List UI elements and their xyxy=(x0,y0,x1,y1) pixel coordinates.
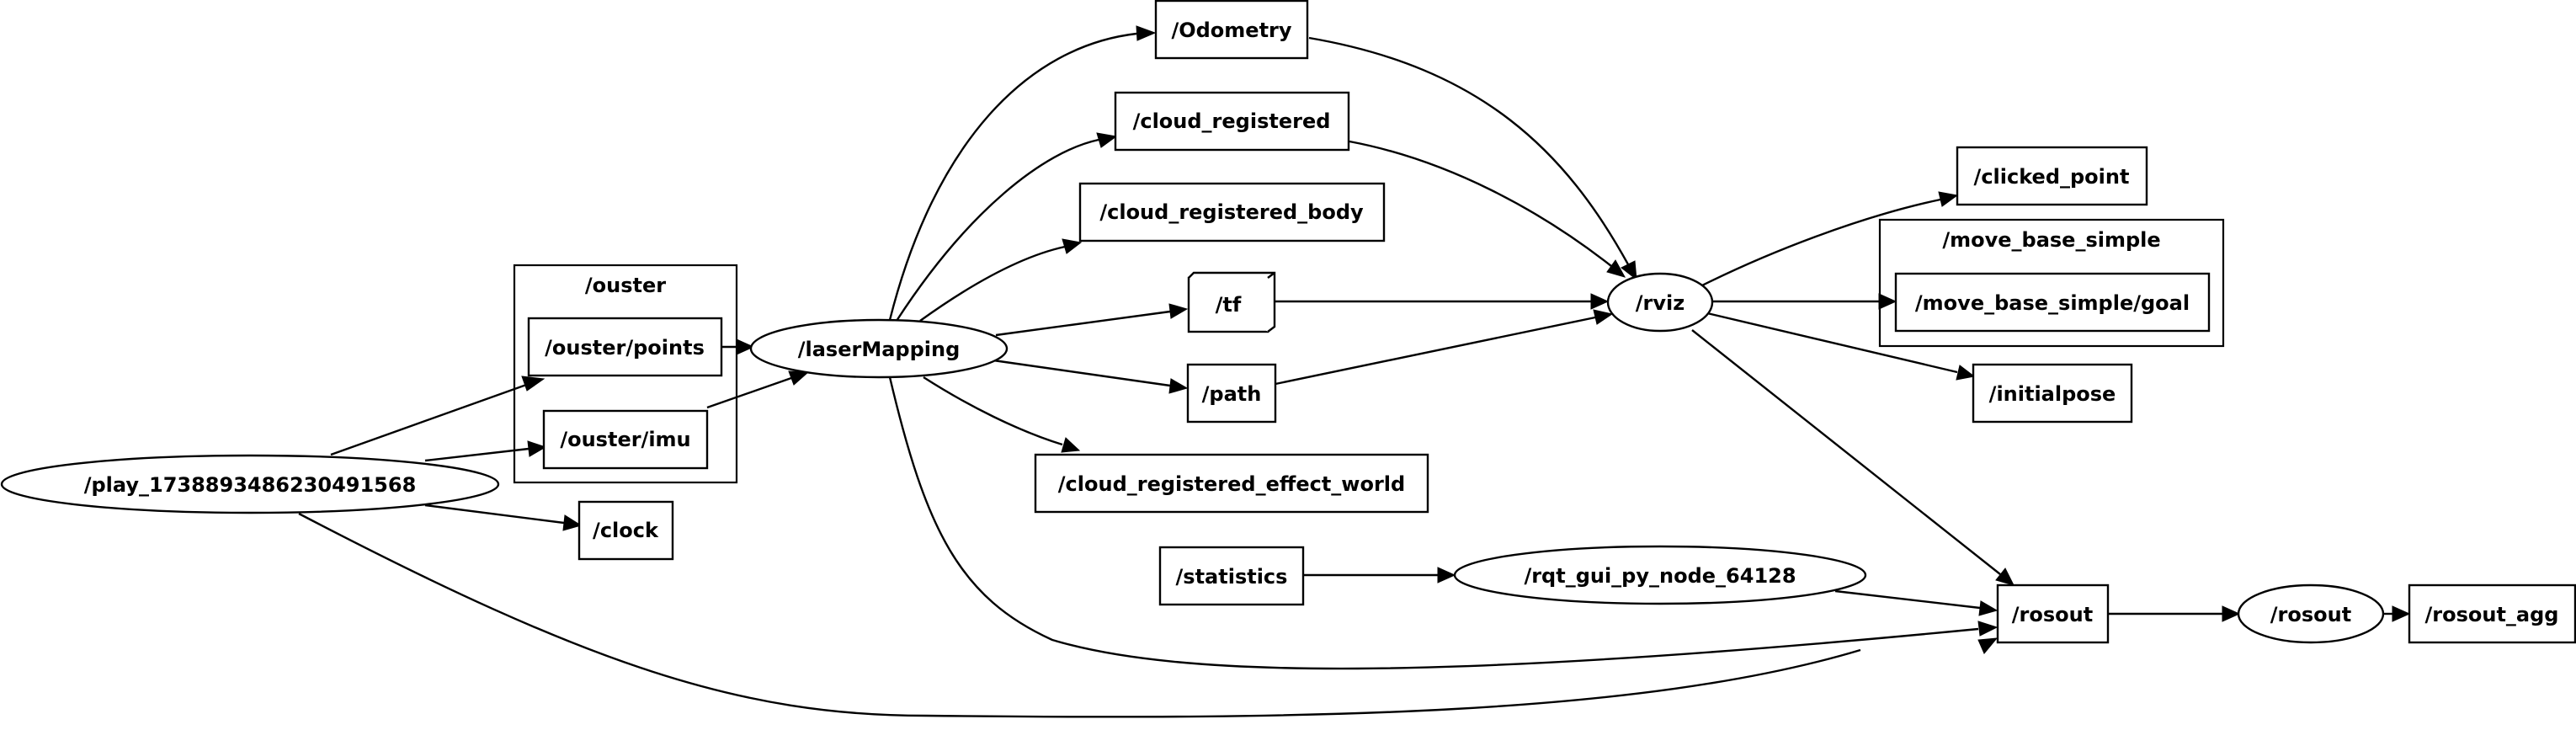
edge-arrowhead xyxy=(521,376,546,392)
topic-path-label: /path xyxy=(1202,382,1262,406)
edge-cloud-registered-to-rviz xyxy=(1349,140,1612,267)
topic-ouster-points[interactable]: /ouster/points xyxy=(527,317,723,377)
topic-ouster-imu[interactable]: /ouster/imu xyxy=(542,409,709,470)
edge-path-to-rviz xyxy=(1275,316,1596,386)
edge-arrowhead xyxy=(1593,309,1614,325)
cluster-ouster-label: /ouster xyxy=(585,274,666,297)
edge-play-to-ouster-imu xyxy=(424,447,530,462)
cluster-move-base-simple-label: /move_base_simple xyxy=(1942,228,2160,252)
topic-move-base-simple-goal[interactable]: /move_base_simple/goal xyxy=(1894,272,2211,333)
topic-statistics[interactable]: /statistics xyxy=(1158,546,1305,606)
topic-tf-label: /tf xyxy=(1216,293,1242,317)
topic-ouster-imu-label: /ouster/imu xyxy=(560,428,690,451)
topic-cloud-registered-effect-world[interactable]: /cloud_registered_effect_world xyxy=(1034,453,1429,514)
edge-arrowhead xyxy=(1978,600,1999,616)
node-rqt-gui-label: /rqt_gui_py_node_64128 xyxy=(1524,564,1796,588)
topic-clock[interactable]: /clock xyxy=(577,500,674,561)
edge-arrowhead xyxy=(1096,132,1118,148)
topic-tf[interactable]: /tf xyxy=(1187,271,1276,333)
node-play-label: /play_1738893486230491568 xyxy=(84,473,417,497)
edge-arrowhead xyxy=(527,440,547,457)
topic-clicked-point-label: /clicked_point xyxy=(1974,165,2130,189)
edges xyxy=(298,25,2411,718)
edge-arrowhead xyxy=(562,514,583,531)
topic-cloud-registered-effect-world-label: /cloud_registered_effect_world xyxy=(1058,472,1405,496)
cluster-move-base-simple: /move_base_simple xyxy=(1878,218,2225,348)
edge-arrowhead xyxy=(1977,621,1999,637)
edge-arrowhead xyxy=(1061,437,1081,453)
topic-cloud-registered[interactable]: /cloud_registered xyxy=(1114,91,1350,152)
edge-arrowhead xyxy=(1977,637,1999,654)
node-rosout-label: /rosout xyxy=(2270,603,2351,626)
edge-rviz-to-initialpose xyxy=(1706,312,1958,374)
node-lasermapping[interactable]: /laserMapping xyxy=(749,318,1009,379)
topic-cloud-registered-body[interactable]: /cloud_registered_body xyxy=(1078,182,1386,242)
edge-arrowhead xyxy=(1136,25,1157,41)
cluster-ouster: /ouster xyxy=(513,264,738,484)
edge-lasermapping-to-cloud-registered xyxy=(895,138,1099,322)
edge-arrowhead xyxy=(1062,238,1083,254)
edge-rviz-to-rosout xyxy=(1691,329,2001,575)
topic-initialpose[interactable]: /initialpose xyxy=(1972,363,2133,424)
topic-move-base-simple-goal-label: /move_base_simple/goal xyxy=(1915,291,2190,315)
edge-arrowhead xyxy=(1995,567,2014,586)
topic-odometry[interactable]: /Odometry xyxy=(1154,0,1309,60)
edge-rqt-gui-to-rosout xyxy=(1834,589,1981,610)
edge-odometry-to-rviz xyxy=(1308,36,1630,265)
edge-arrowhead xyxy=(1590,293,1610,310)
topic-statistics-label: /statistics xyxy=(1176,565,1288,589)
edge-arrowhead xyxy=(1956,365,1976,381)
topic-clock-label: /clock xyxy=(593,519,659,542)
edge-play-to-clock xyxy=(424,504,565,525)
edge-lasermapping-to-cloud-registered-effect-world xyxy=(923,376,1063,446)
node-rosout[interactable]: /rosout xyxy=(2237,583,2385,644)
edge-play-to-ouster-points xyxy=(330,382,530,456)
edge-ouster-imu-to-lasermapping xyxy=(706,376,792,409)
edge-arrowhead xyxy=(1168,378,1189,394)
topic-rosout[interactable]: /rosout xyxy=(1996,583,2110,644)
edge-arrowhead xyxy=(1938,191,1959,207)
edge-lasermapping-to-odometry xyxy=(888,32,1137,321)
node-lasermapping-label: /laserMapping xyxy=(798,338,961,361)
node-rviz-label: /rviz xyxy=(1636,291,1685,315)
topic-cloud-registered-body-label: /cloud_registered_body xyxy=(1099,200,1364,224)
edge-arrowhead xyxy=(1606,259,1626,278)
topic-rosout-agg[interactable]: /rosout_agg xyxy=(2408,583,2576,644)
edge-lasermapping-to-tf xyxy=(995,310,1171,337)
topic-odometry-label: /Odometry xyxy=(1171,19,1291,42)
topic-initialpose-label: /initialpose xyxy=(1989,382,2116,406)
topic-path[interactable]: /path xyxy=(1186,363,1277,424)
edge-arrowhead xyxy=(1621,260,1637,281)
edge-arrowhead xyxy=(1168,303,1189,319)
node-rviz[interactable]: /rviz xyxy=(1606,272,1714,333)
edge-arrowhead xyxy=(2392,605,2411,622)
edge-arrowhead xyxy=(2222,605,2241,622)
edge-play-to-rosout xyxy=(298,512,1861,718)
edge-lasermapping-to-rosout xyxy=(888,376,1979,670)
edge-arrowhead xyxy=(736,338,755,355)
edge-lasermapping-to-cloud-registered-body xyxy=(919,245,1066,322)
edge-arrowhead xyxy=(1878,293,1897,310)
edge-arrowhead xyxy=(1437,567,1456,583)
topic-ouster-points-label: /ouster/points xyxy=(545,336,705,360)
edge-lasermapping-to-path xyxy=(993,359,1171,387)
edge-arrowhead xyxy=(788,370,810,386)
topic-cloud-registered-label: /cloud_registered xyxy=(1133,109,1331,133)
topic-rosout-agg-label: /rosout_agg xyxy=(2425,603,2559,626)
node-rqt-gui[interactable]: /rqt_gui_py_node_64128 xyxy=(1453,545,1867,605)
edge-rviz-to-clicked-point xyxy=(1700,198,1941,288)
node-play[interactable]: /play_1738893486230491568 xyxy=(0,454,500,514)
topic-rosout-label: /rosout xyxy=(2012,603,2093,626)
topic-clicked-point[interactable]: /clicked_point xyxy=(1956,146,2148,206)
